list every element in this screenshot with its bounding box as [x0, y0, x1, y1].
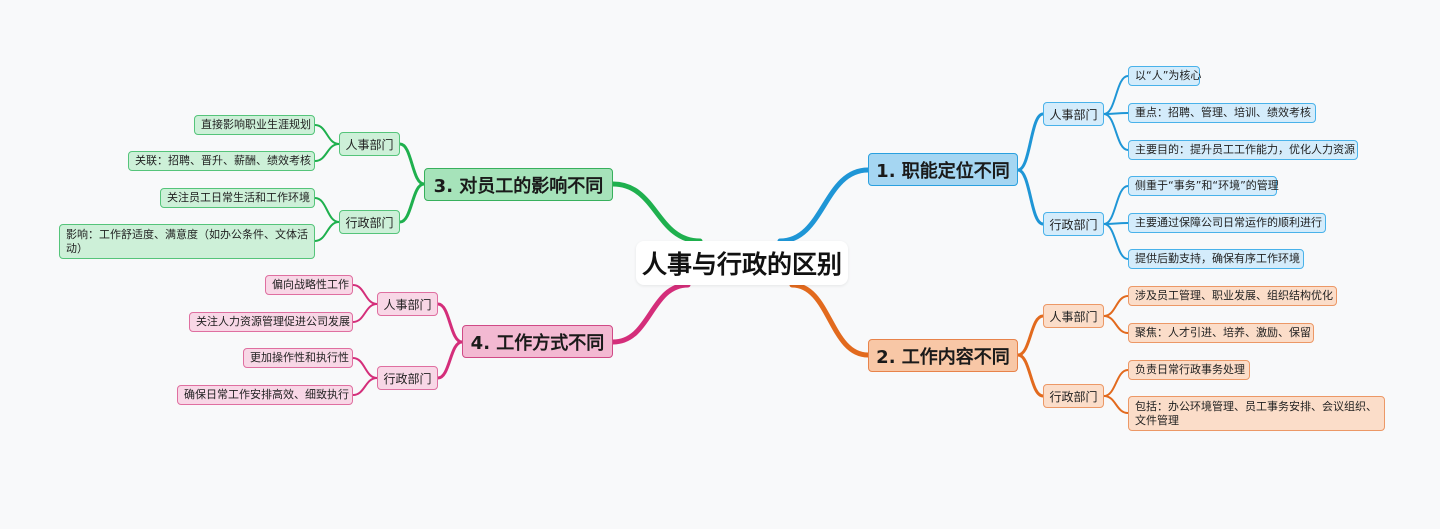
root-to-branch-3-line: [610, 181, 703, 244]
branch-3-hr-item-1[interactable]: 直接影响职业生涯规划: [194, 115, 315, 135]
branch-1-admin-label[interactable]: 行政部门: [1043, 212, 1104, 236]
root-to-branch-4-line: [610, 282, 691, 345]
branch-2-hr-leaf-line-1: [1103, 295, 1129, 317]
branch-1-hr-item-2[interactable]: 重点：招聘、管理、培训、绩效考核: [1128, 103, 1316, 123]
branch-2-admin-item-2[interactable]: 包括：办公环境管理、员工事务安排、会议组织、文件管理: [1128, 396, 1385, 431]
branch-1-to-admin-line: [1016, 168, 1045, 226]
branch-2-hr-item-1[interactable]: 涉及员工管理、职业发展、组织结构优化: [1128, 286, 1337, 306]
branch-4-admin-item-2[interactable]: 确保日常工作安排高效、细致执行: [177, 385, 353, 405]
branch-3-hr-item-2[interactable]: 关联：招聘、晋升、薪酬、绩效考核: [128, 151, 315, 171]
branch-4-title[interactable]: 4. 工作方式不同: [462, 325, 613, 358]
branch-4-admin-item-1[interactable]: 更加操作性和执行性: [243, 348, 353, 368]
branch-4-hr-item-1[interactable]: 偏向战略性工作: [265, 275, 353, 295]
branch-3-admin-label[interactable]: 行政部门: [339, 210, 400, 234]
branch-2-hr-item-2[interactable]: 聚焦：人才引进、培养、激励、保留: [1128, 323, 1314, 343]
branch-4-hr-leaf-line-2: [352, 303, 378, 323]
branch-3-admin-item-2[interactable]: 影响：工作舒适度、满意度（如办公条件、文体活动）: [59, 224, 315, 259]
branch-1-to-hr-line: [1016, 112, 1045, 172]
branch-2-admin-label[interactable]: 行政部门: [1043, 384, 1104, 408]
branch-3-admin-item-1[interactable]: 关注员工日常生活和工作环境: [160, 188, 315, 208]
branch-1-title[interactable]: 1. 职能定位不同: [868, 153, 1018, 186]
branch-1-hr-item-1[interactable]: 以“人”为核心: [1128, 66, 1201, 86]
branch-1-admin-item-1[interactable]: 侧重于“事务”和“环境”的管理: [1128, 176, 1279, 196]
branch-3-hr-leaf-line-1: [314, 124, 340, 145]
branch-4-admin-label[interactable]: 行政部门: [377, 366, 438, 390]
branch-2-admin-leaf-line-2: [1103, 395, 1129, 414]
branch-3-hr-label[interactable]: 人事部门: [339, 132, 400, 156]
branch-3-to-hr-line: [398, 142, 426, 186]
branch-3-title[interactable]: 3. 对员工的影响不同: [424, 168, 613, 201]
branch-3-admin-leaf-line-2: [314, 221, 340, 242]
branch-4-to-admin-line: [436, 340, 464, 380]
root-to-branch-1-line: [777, 167, 871, 244]
branch-4-hr-label[interactable]: 人事部门: [377, 292, 438, 316]
branch-1-hr-leaf-line-3: [1103, 113, 1129, 151]
root-topic[interactable]: 人事与行政的区别: [636, 241, 848, 285]
branch-1-hr-label[interactable]: 人事部门: [1043, 102, 1104, 126]
branch-3-admin-leaf-line-1: [314, 197, 340, 223]
branch-1-hr-item-3[interactable]: 主要目的：提升员工工作能力，优化人力资源: [1128, 140, 1358, 160]
branch-4-hr-item-2[interactable]: 关注人力资源管理促进公司发展: [189, 312, 353, 332]
branch-2-admin-leaf-line-1: [1103, 369, 1129, 397]
branch-1-hr-leaf-line-2: [1103, 112, 1129, 115]
branch-2-title[interactable]: 2. 工作内容不同: [868, 339, 1018, 372]
branch-2-to-hr-line: [1016, 314, 1045, 357]
branch-1-admin-leaf-line-3: [1103, 223, 1129, 260]
branch-2-to-admin-line: [1016, 353, 1045, 398]
branch-2-hr-leaf-line-2: [1103, 315, 1129, 334]
root-to-branch-2-line: [789, 282, 871, 358]
branch-4-to-hr-line: [436, 302, 464, 344]
branch-4-admin-leaf-line-2: [352, 377, 378, 396]
branch-1-admin-leaf-line-2: [1103, 222, 1129, 225]
branch-1-admin-leaf-line-1: [1103, 185, 1129, 225]
branch-1-admin-item-3[interactable]: 提供后勤支持，确保有序工作环境: [1128, 249, 1304, 269]
branch-2-admin-item-1[interactable]: 负责日常行政事务处理: [1128, 360, 1250, 380]
branch-3-to-admin-line: [398, 182, 426, 224]
branch-1-admin-item-2[interactable]: 主要通过保障公司日常运作的顺利进行: [1128, 213, 1326, 233]
branch-2-hr-label[interactable]: 人事部门: [1043, 304, 1104, 328]
branch-3-hr-leaf-line-2: [314, 143, 340, 162]
branch-1-hr-leaf-line-1: [1103, 75, 1129, 115]
branch-4-admin-leaf-line-1: [352, 357, 378, 379]
branch-4-hr-leaf-line-1: [352, 284, 378, 305]
